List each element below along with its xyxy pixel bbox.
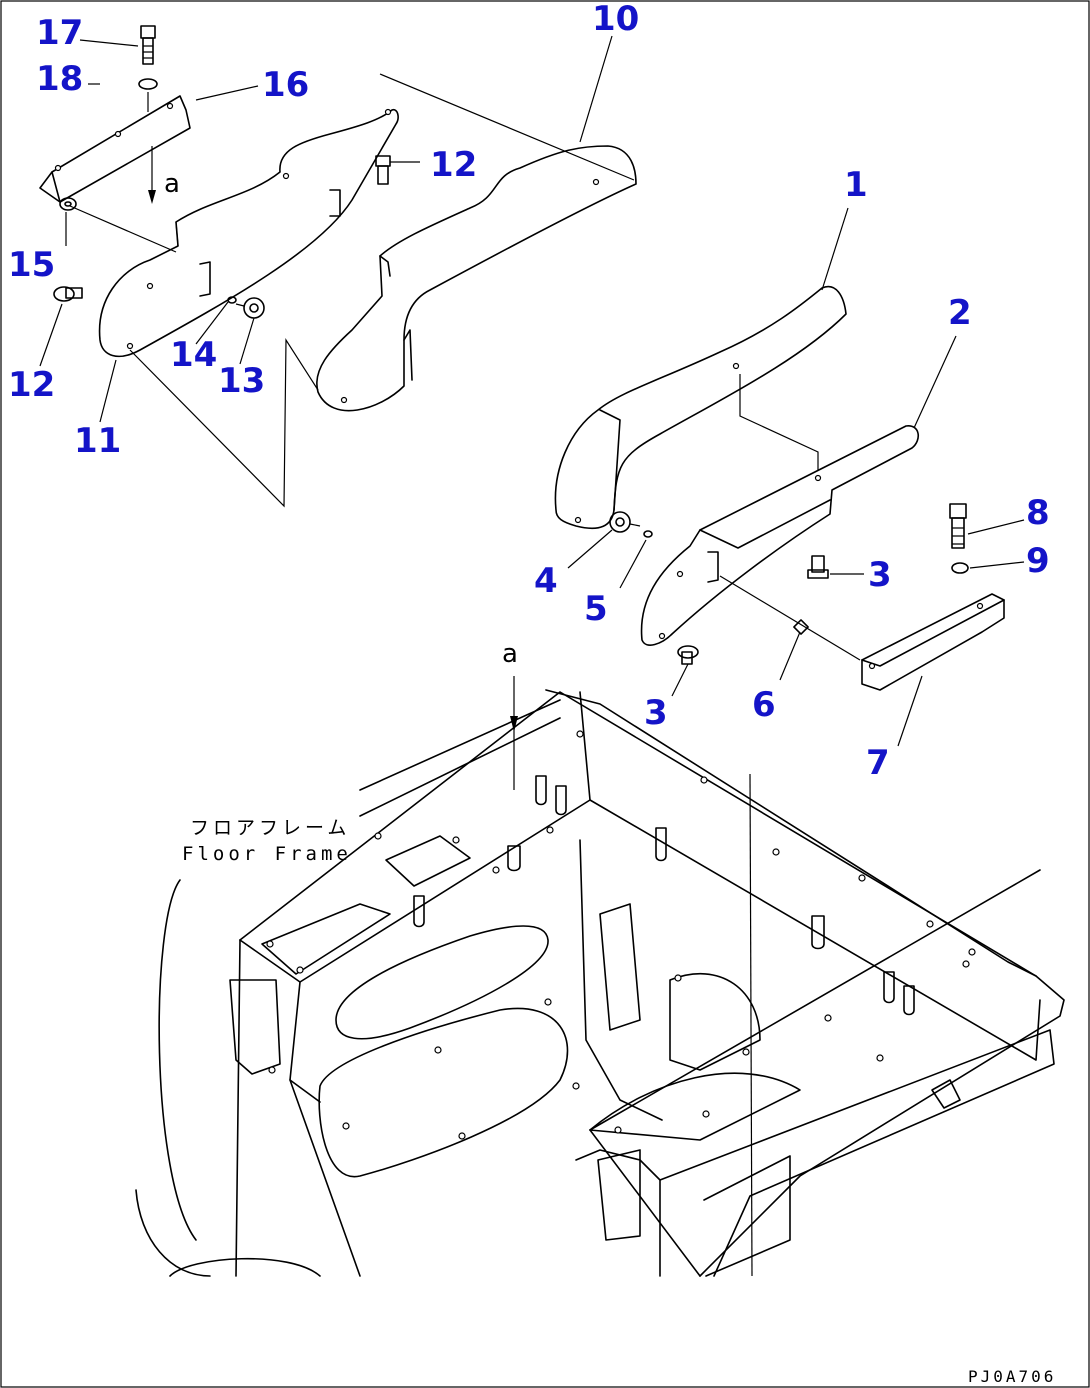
bracket-16 <box>39 95 191 203</box>
view-mark-lower: a <box>502 639 518 669</box>
callout-13: 13 <box>218 361 265 401</box>
callout-3-lower: 3 <box>644 693 668 733</box>
callout-labels: 17 18 16 10 12 15 12 14 13 11 1 2 8 9 3 … <box>8 0 1050 783</box>
cover-2 <box>640 425 919 646</box>
bolt-12-lower <box>53 286 83 302</box>
callout-6: 6 <box>752 685 776 725</box>
callout-12-upper: 12 <box>430 145 477 185</box>
callout-11: 11 <box>74 421 121 461</box>
callout-18: 18 <box>36 59 83 99</box>
washer-14 <box>227 296 237 304</box>
callout-8: 8 <box>1026 493 1050 533</box>
leader-frame-vertical <box>749 773 753 1277</box>
cover-1 <box>554 285 847 530</box>
leader-lines-left <box>69 73 635 508</box>
drawing-code: PJ0A706 <box>968 1367 1056 1386</box>
callout-5: 5 <box>584 589 608 629</box>
callout-15: 15 <box>8 245 55 285</box>
callout-3-upper: 3 <box>868 555 892 595</box>
knob-13 <box>235 297 265 319</box>
view-arrow-lower <box>510 676 518 790</box>
bolt-17 <box>140 25 156 65</box>
floor-frame-label-en: Floor Frame <box>182 843 352 865</box>
leader-7 <box>719 575 861 661</box>
washer-5 <box>643 530 653 538</box>
bolt-3-lower <box>677 645 699 665</box>
callout-7: 7 <box>866 743 890 783</box>
nut-6 <box>793 619 809 635</box>
callout-12-lower: 12 <box>8 365 55 405</box>
cover-11 <box>98 108 399 358</box>
callout-16: 16 <box>262 65 309 105</box>
bracket-7 <box>861 593 1005 691</box>
floor-frame <box>135 689 1065 1277</box>
washer-9 <box>951 562 969 574</box>
leader-1 <box>739 374 819 470</box>
view-arrow-upper <box>148 146 156 204</box>
bolt-12-upper <box>375 155 420 185</box>
washer-18 <box>138 78 158 90</box>
bolt-3-upper <box>807 555 829 579</box>
callout-2: 2 <box>948 293 972 333</box>
view-mark-upper: a <box>164 169 180 199</box>
callout-4: 4 <box>534 561 558 601</box>
knob-4 <box>609 511 641 533</box>
callout-17: 17 <box>36 13 83 53</box>
bolt-8 <box>949 503 967 549</box>
callout-leaders <box>39 35 1025 747</box>
callout-14: 14 <box>170 335 217 375</box>
nut-15 <box>59 197 77 211</box>
floor-frame-label-jp: フロアフレーム <box>190 817 350 839</box>
cover-10 <box>316 145 637 412</box>
callout-10: 10 <box>592 0 639 39</box>
callout-9: 9 <box>1026 541 1050 581</box>
callout-1: 1 <box>844 165 868 205</box>
